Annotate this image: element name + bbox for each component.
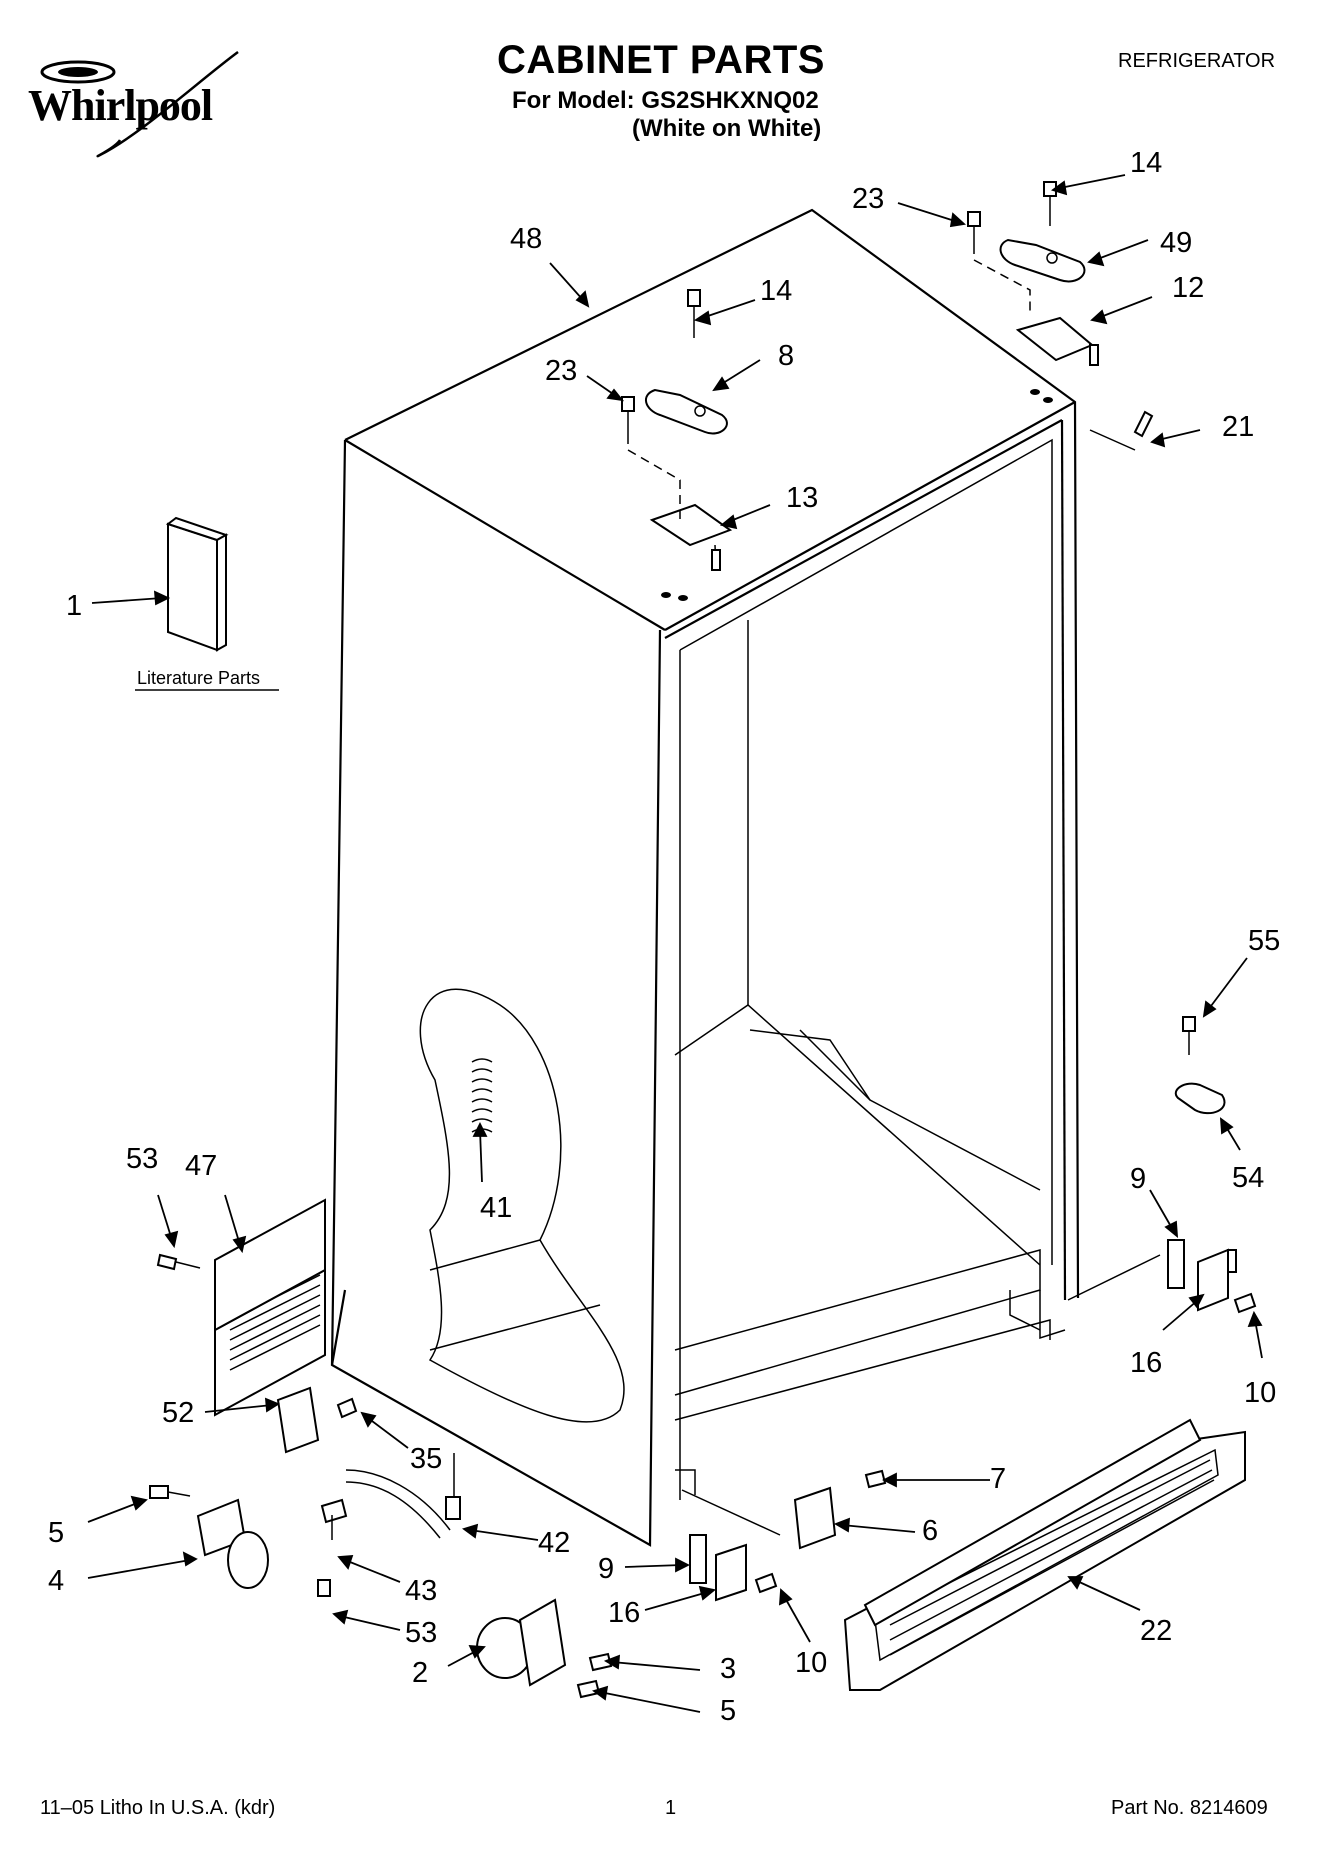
callout-10: 10 [795, 1647, 827, 1679]
callout-35: 35 [410, 1443, 442, 1475]
callout-53: 53 [405, 1617, 437, 1649]
logo-swoosh [40, 50, 239, 158]
callout-55: 55 [1248, 925, 1280, 957]
brand-name: Whirlpool [28, 81, 213, 130]
leader-arrows [87, 174, 1263, 1713]
callout-1: 1 [66, 590, 82, 622]
color-line: (White on White) [632, 115, 822, 142]
callout-42: 42 [538, 1527, 570, 1559]
callout-23: 23 [545, 355, 577, 387]
exploded-parts-diagram: Literature Parts 1 48 23 14 8 13 23 14 4… [48, 147, 1280, 1727]
callout-53: 53 [126, 1143, 158, 1175]
callout-52: 52 [162, 1397, 194, 1429]
page-title: CABINET PARTS [497, 38, 825, 82]
callout-14: 14 [1130, 147, 1162, 179]
callout-10: 10 [1244, 1377, 1276, 1409]
callout-4: 4 [48, 1565, 64, 1597]
callout-5: 5 [48, 1517, 64, 1549]
callout-23: 23 [852, 183, 884, 215]
callout-49: 49 [1160, 227, 1192, 259]
cabinet-body [330, 208, 1080, 1547]
toe-grille [843, 1418, 1246, 1691]
callout-16: 16 [1130, 1347, 1162, 1379]
callout-12: 12 [1172, 272, 1204, 304]
callout-41: 41 [480, 1192, 512, 1224]
callout-labels: 1 48 23 14 8 13 23 14 49 12 21 55 54 9 1… [48, 147, 1280, 1727]
callout-13: 13 [786, 482, 818, 514]
callout-9: 9 [1130, 1163, 1146, 1195]
callout-16: 16 [608, 1597, 640, 1629]
callout-6: 6 [922, 1515, 938, 1547]
lower-center-hinge [476, 1469, 887, 1699]
callout-3: 3 [720, 1653, 736, 1685]
callout-21: 21 [1222, 411, 1254, 443]
callout-14: 14 [760, 275, 792, 307]
callout-7: 7 [990, 1463, 1006, 1495]
callout-54: 54 [1232, 1162, 1264, 1194]
model-line: For Model: GS2SHKXNQ02 [512, 87, 819, 114]
brand-logo: Whirlpool [20, 40, 260, 160]
callout-22: 22 [1140, 1615, 1172, 1647]
callout-9: 9 [598, 1553, 614, 1585]
right-lower-hinge [1067, 1016, 1257, 1314]
footer-page-number: 1 [665, 1797, 677, 1819]
callout-2: 2 [412, 1657, 428, 1689]
upper-hinge-left [621, 289, 733, 571]
literature-parts-book [165, 516, 229, 652]
callout-48: 48 [510, 223, 542, 255]
callout-43: 43 [405, 1575, 437, 1607]
literature-parts-label: Literature Parts [137, 668, 260, 688]
callout-47: 47 [185, 1150, 217, 1182]
footer-part-number: Part No. 8214609 [1111, 1797, 1268, 1819]
callout-8: 8 [778, 340, 794, 372]
footer-litho: 11–05 Litho In U.S.A. (kdr) [40, 1797, 276, 1819]
left-lower-parts [149, 1198, 461, 1597]
category-label: REFRIGERATOR [1118, 50, 1276, 72]
upper-hinge-right [967, 181, 1154, 451]
callout-5: 5 [720, 1695, 736, 1727]
